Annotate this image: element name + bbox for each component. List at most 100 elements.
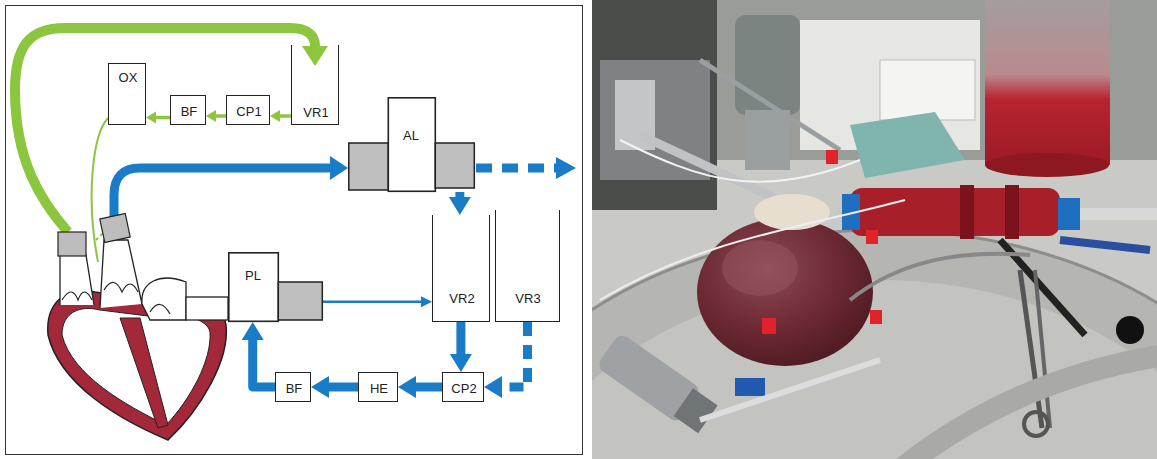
flow-line bbox=[253, 340, 275, 387]
drawing-part bbox=[674, 388, 718, 433]
drawing-part bbox=[735, 15, 800, 115]
drawing-part bbox=[985, 0, 1110, 165]
oxygenator-box: OX bbox=[108, 63, 146, 125]
component-label: PL bbox=[245, 268, 261, 283]
drawing-part bbox=[1005, 185, 1019, 239]
drawing-part bbox=[150, 304, 170, 314]
arrow-head bbox=[421, 296, 432, 307]
drawing-part bbox=[592, 0, 1157, 459]
drawing-part bbox=[640, 135, 790, 205]
flow-line bbox=[456, 322, 465, 354]
drawing-part bbox=[850, 188, 1060, 236]
drawing-part bbox=[476, 164, 556, 173]
drawing-part bbox=[1058, 198, 1080, 230]
drawing-part bbox=[278, 282, 322, 320]
drawing-part bbox=[330, 156, 348, 180]
drawing-part bbox=[900, 355, 1157, 459]
flow-line bbox=[216, 114, 226, 118]
drawing-part bbox=[754, 194, 830, 230]
component-label: VR2 bbox=[449, 291, 474, 306]
drawing-part bbox=[1060, 240, 1150, 250]
arrow-head bbox=[449, 197, 471, 215]
drawing-part bbox=[850, 112, 965, 178]
drawing-part bbox=[435, 143, 474, 188]
reservoir-box: VR3 bbox=[495, 210, 560, 322]
arrow-head bbox=[311, 376, 329, 398]
flow-line bbox=[280, 114, 291, 118]
drawing-part bbox=[697, 218, 873, 366]
component-outline bbox=[228, 252, 323, 322]
filter-box: BF bbox=[275, 372, 311, 402]
component-outline bbox=[348, 97, 475, 192]
drawing-part bbox=[735, 378, 765, 396]
pump-box: CP1 bbox=[226, 95, 270, 125]
drawing-part bbox=[1035, 270, 1050, 428]
drawing-part bbox=[592, 0, 717, 210]
reservoir-box: VR2 bbox=[432, 215, 490, 322]
flow-arrow bbox=[146, 112, 170, 124]
arrow-head bbox=[206, 110, 216, 122]
afterload-box: AL bbox=[348, 97, 475, 192]
drawing-part bbox=[62, 292, 92, 300]
drawing-part bbox=[620, 140, 860, 182]
arrow-head bbox=[398, 376, 416, 398]
drawing-part bbox=[349, 143, 389, 190]
component-label: CP2 bbox=[451, 381, 476, 396]
drawing-part bbox=[60, 255, 94, 305]
flow-line bbox=[323, 300, 421, 303]
arrow-head bbox=[270, 110, 280, 122]
arrow-head bbox=[146, 112, 156, 124]
component-label: AL bbox=[403, 128, 419, 143]
drawing-part bbox=[722, 240, 798, 296]
arrow-head bbox=[242, 322, 264, 340]
drawing-part bbox=[120, 318, 168, 428]
drawing-part bbox=[142, 278, 186, 320]
drawing-part bbox=[985, 153, 1109, 177]
flow-line bbox=[329, 383, 358, 392]
component-label: BF bbox=[181, 104, 198, 119]
flow-arrow bbox=[311, 376, 358, 398]
drawing-part bbox=[826, 150, 838, 164]
drawing-part bbox=[556, 157, 576, 179]
drawing-part bbox=[15, 28, 315, 232]
drawing-part bbox=[880, 60, 975, 120]
drawing-part bbox=[850, 254, 1030, 300]
arrow-head bbox=[450, 354, 472, 372]
drawing-part bbox=[600, 200, 905, 300]
preload-box: PL bbox=[228, 252, 323, 322]
drawing-part bbox=[700, 60, 840, 150]
component-label: OX bbox=[119, 70, 138, 85]
drawing-part bbox=[58, 232, 86, 256]
component-label: VR3 bbox=[515, 291, 540, 306]
drawing-part bbox=[1024, 412, 1048, 436]
reservoir-box: VR1 bbox=[291, 45, 339, 125]
component-label: HE bbox=[370, 381, 388, 396]
flow-arrow bbox=[449, 192, 471, 215]
flow-arrow bbox=[206, 110, 226, 122]
drawing-part bbox=[592, 280, 1157, 459]
drawing-part bbox=[186, 297, 228, 320]
flow-line bbox=[416, 383, 442, 392]
drawing-part bbox=[866, 230, 878, 244]
component-label: BF bbox=[286, 381, 303, 396]
flow-line bbox=[156, 116, 170, 120]
flow-line bbox=[455, 192, 464, 197]
flow-arrow bbox=[484, 322, 528, 398]
drawing-part bbox=[229, 253, 278, 321]
flow-arrow bbox=[450, 322, 472, 372]
drawing-part bbox=[1080, 208, 1157, 220]
drawing-part bbox=[100, 214, 130, 243]
filter-box: BF bbox=[170, 95, 206, 125]
drawing-part bbox=[1116, 316, 1144, 344]
drawing-part bbox=[870, 310, 882, 324]
heat-exchanger-box: HE bbox=[358, 372, 398, 402]
flow-arrow bbox=[242, 322, 275, 387]
drawing-part bbox=[114, 168, 330, 217]
drawing-part bbox=[302, 46, 328, 66]
drawing-part bbox=[960, 185, 974, 239]
component-label: VR1 bbox=[303, 105, 328, 120]
component-label: CP1 bbox=[236, 104, 261, 119]
drawing-part bbox=[762, 318, 776, 334]
arrow-head bbox=[484, 376, 502, 398]
